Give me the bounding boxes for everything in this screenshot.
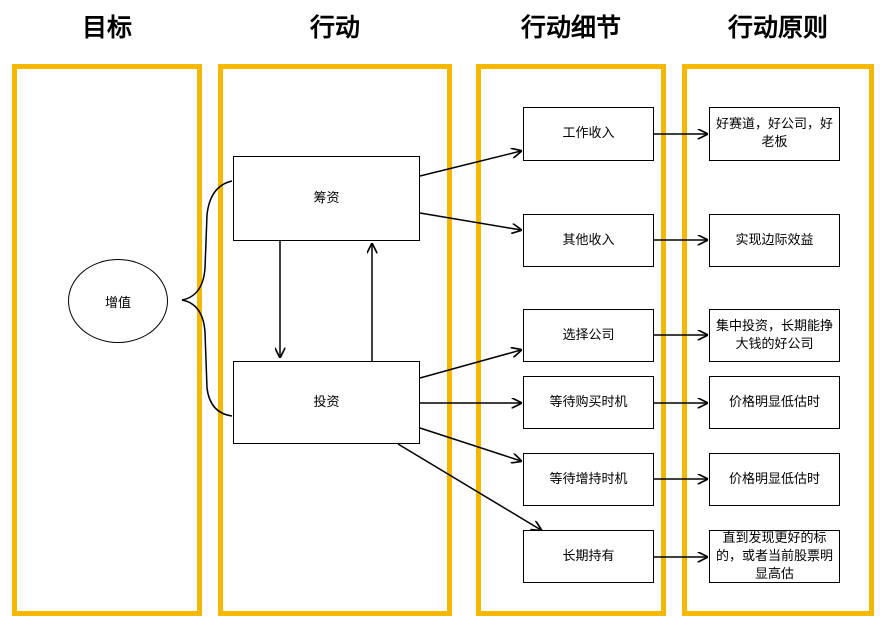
detail-node-work-income: 工作收入	[523, 107, 654, 161]
principle-node-wait-buy-timing: 价格明显低估时	[709, 376, 840, 429]
action-node-fundraise: 筹资	[233, 156, 420, 241]
arrow-invest-to-wait-add	[419, 427, 521, 461]
principle-node-other-income: 实现边际效益	[709, 214, 840, 267]
header-action-detail: 行动细节	[520, 13, 621, 42]
arrow-fundraise-to-other-income	[419, 212, 521, 230]
header-goal: 目标	[81, 13, 132, 42]
arrow-invest-to-long-hold	[397, 443, 541, 530]
brace-connector	[181, 180, 233, 417]
detail-node-wait-buy-timing: 等待购买时机	[523, 376, 654, 429]
column-goal	[12, 64, 202, 616]
column-action-principle	[682, 64, 874, 616]
arrow-fundraise-to-work-income	[419, 151, 521, 177]
detail-node-choose-company: 选择公司	[523, 309, 654, 362]
column-action-detail	[476, 64, 666, 616]
principle-node-choose-company: 集中投资，长期能挣大钱的好公司	[709, 309, 840, 362]
detail-node-other-income: 其他收入	[523, 214, 654, 267]
action-node-invest: 投资	[233, 361, 420, 444]
arrow-invest-to-choose-company	[419, 350, 521, 379]
principle-node-long-hold: 直到发现更好的标的，或者当前股票明显高估	[709, 530, 840, 583]
principle-node-wait-add-timing: 价格明显低估时	[709, 453, 840, 506]
header-action-principle: 行动原则	[727, 13, 828, 42]
detail-node-long-hold: 长期持有	[523, 530, 654, 583]
column-action	[218, 64, 452, 616]
principle-node-work-income: 好赛道，好公司，好老板	[709, 107, 840, 161]
detail-node-wait-add-timing: 等待增持时机	[523, 453, 654, 506]
goal-node-value-growth: 增值	[68, 259, 168, 343]
header-action: 行动	[309, 13, 360, 42]
